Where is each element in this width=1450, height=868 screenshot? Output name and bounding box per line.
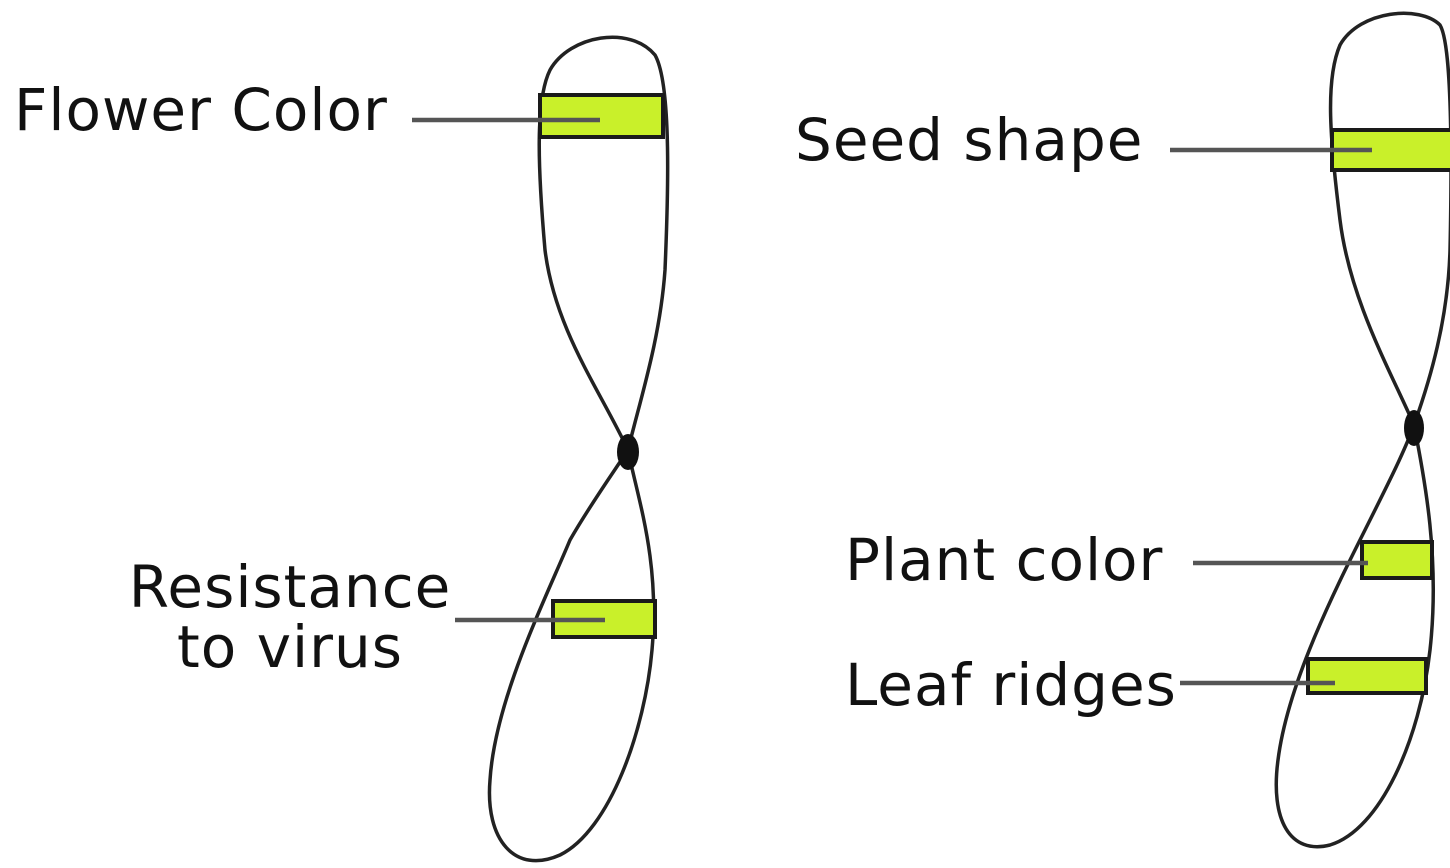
gene-label-leaf-ridges: Leaf ridges [845, 651, 1177, 719]
gene-label-plant-color: Plant color [845, 526, 1163, 594]
gene-label-seed-shape: Seed shape [795, 106, 1143, 174]
gene-label-resistance-line-1: Resistance [129, 553, 452, 621]
centromere-right [1404, 410, 1424, 446]
chromosome-left-outline [489, 37, 667, 860]
gene-label-flower-color: Flower Color [14, 76, 388, 144]
chromosome-right: Seed shape Plant color Leaf ridges [795, 13, 1450, 846]
gene-band-leaf-ridges [1308, 659, 1426, 693]
gene-band-flower-color [540, 95, 663, 137]
gene-label-resistance-line-2: to virus [177, 613, 403, 681]
gene-band-plant-color [1362, 542, 1432, 578]
chromosome-left: Flower Color Resistance to virus [14, 37, 668, 860]
centromere-left [617, 434, 639, 470]
